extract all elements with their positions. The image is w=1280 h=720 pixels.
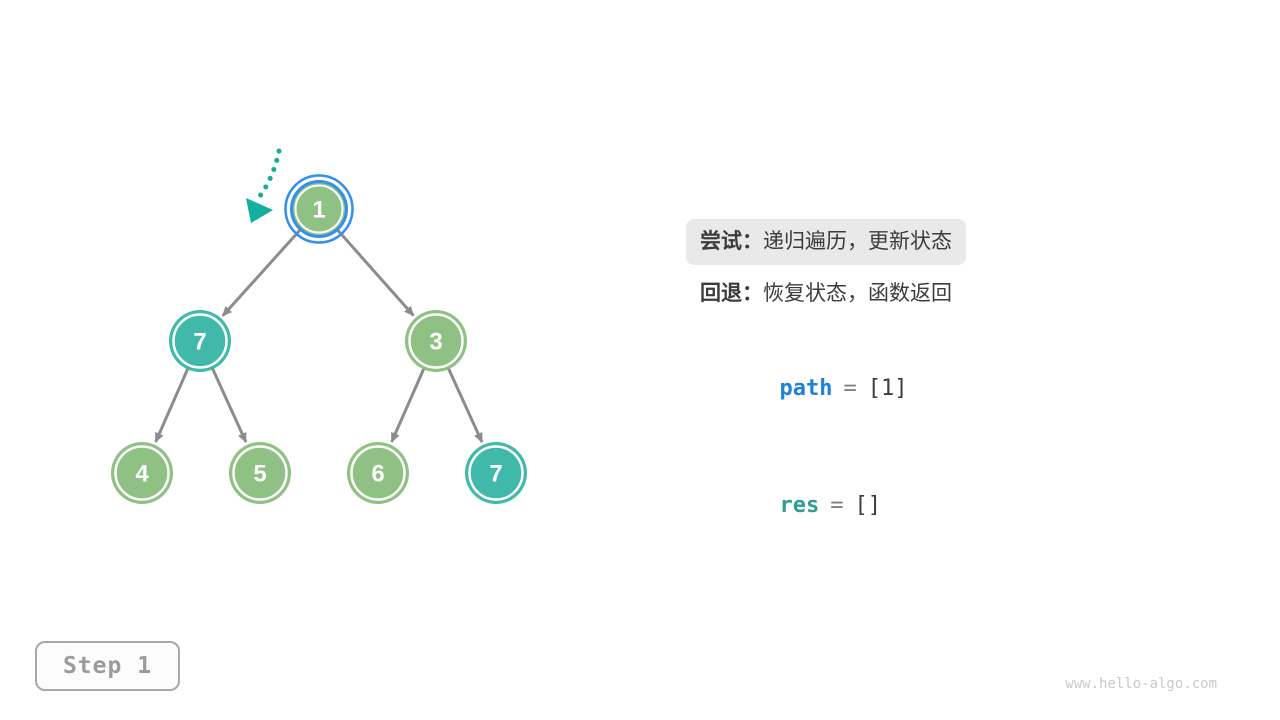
tree-node-value: 6 xyxy=(371,461,384,488)
tree-node-value: 4 xyxy=(135,461,149,488)
tree-edge xyxy=(336,228,415,317)
tree-node: 6 xyxy=(347,442,409,504)
tree-node-value: 7 xyxy=(193,329,206,356)
tree-node-value: 3 xyxy=(429,329,442,356)
tree-node: 3 xyxy=(405,310,467,372)
tree-edge xyxy=(221,228,302,317)
tree-node-value: 7 xyxy=(489,461,502,488)
tree-nodes: 1 7 3 4 5 6 7 xyxy=(111,174,527,504)
tree-node: 7 xyxy=(465,442,527,504)
watermark: www.hello-algo.com xyxy=(1065,676,1217,692)
tree-node-value: 1 xyxy=(312,197,325,224)
tree-edge xyxy=(154,366,191,443)
step-badge: Step 1 xyxy=(35,641,180,691)
tree-node: 5 xyxy=(229,442,291,504)
tree-node: 4 xyxy=(111,442,173,504)
tree-node-value: 5 xyxy=(253,461,266,488)
tree-edge xyxy=(446,365,484,443)
tree-node-current: 1 xyxy=(284,174,354,244)
tree-edge xyxy=(390,366,427,443)
pointer-arrow xyxy=(246,148,282,223)
tree-edges xyxy=(154,228,484,443)
pointer-arrow-dots xyxy=(257,148,282,199)
pointer-arrowhead-icon xyxy=(246,198,273,223)
tree-node: 7 xyxy=(169,310,231,372)
tree-edge xyxy=(210,365,248,443)
